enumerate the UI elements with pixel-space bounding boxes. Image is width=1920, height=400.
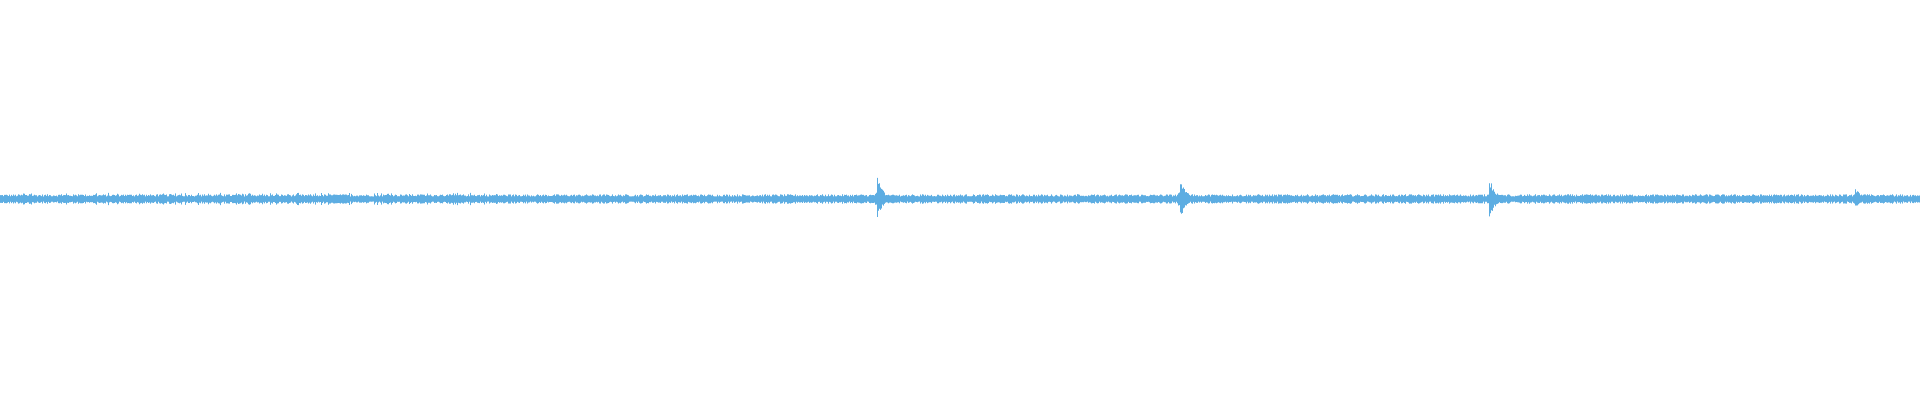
- waveform-trace: [0, 177, 1920, 217]
